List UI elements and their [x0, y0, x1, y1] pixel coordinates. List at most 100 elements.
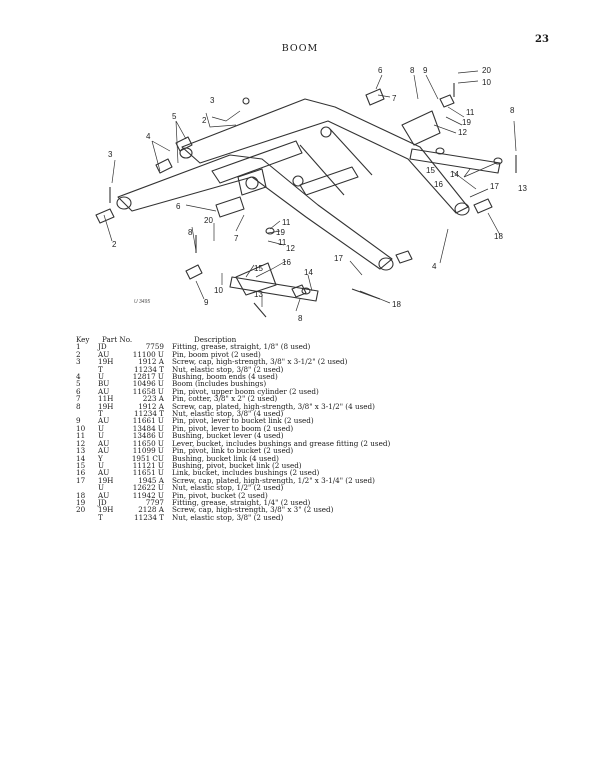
- part-number: 11650 U: [132, 438, 164, 448]
- part-prefix: AU: [98, 416, 110, 426]
- boom-cross-member: [299, 166, 359, 196]
- part-prefix: JD: [98, 497, 107, 507]
- part-number: 11234 T: [134, 512, 164, 522]
- callout-label: 16: [434, 180, 443, 189]
- pivot-pin: [395, 250, 413, 264]
- part-description: Screw, cap, plated, high-strength, 3/8" …: [172, 401, 375, 411]
- leader-line: [151, 140, 171, 172]
- part-description: Pin, pivot, link to bucket (2 used): [172, 446, 294, 456]
- page-number: 23: [535, 34, 549, 45]
- pivot-pin: [439, 94, 455, 108]
- part-number: 13484 U: [132, 423, 164, 433]
- callout-label: 17: [490, 182, 499, 191]
- callout-label: 20: [482, 66, 491, 75]
- leader-line: [457, 70, 479, 84]
- part-prefix: U: [98, 431, 105, 441]
- part-key: 15: [76, 460, 86, 470]
- callout-label: 18: [494, 232, 503, 241]
- part-description: Fitting, grease, straight, 1/8" (8 used): [172, 342, 311, 352]
- callout-label: 7: [234, 234, 239, 243]
- leader-line: [235, 214, 245, 232]
- pivot-pin: [155, 158, 173, 174]
- callout-label: 15: [426, 166, 435, 175]
- callout-label: 11: [278, 238, 287, 247]
- leader-line: [267, 240, 285, 246]
- header-key: Key: [76, 335, 90, 344]
- bushing: [301, 287, 311, 295]
- part-key: 14: [76, 453, 86, 463]
- part-description: Bushing, bucket link (4 used): [172, 453, 279, 463]
- part-prefix: Y: [98, 453, 103, 463]
- callout-label: 14: [450, 170, 459, 179]
- callout-label: 14: [304, 268, 313, 277]
- boom-exploded-diagram: 3 2 3 2 4 5 6 7 8 9 20 10 11 19 12 8 15 …: [0, 55, 600, 325]
- part-prefix: T: [98, 364, 103, 374]
- part-key: 12: [76, 438, 86, 448]
- part-description: Link, bucket, includes bushings (2 used): [172, 468, 320, 478]
- leader-line: [185, 204, 217, 212]
- leader-line: [487, 212, 501, 236]
- boom-end-boss: [454, 202, 470, 216]
- part-number: 11658 U: [132, 386, 164, 396]
- part-prefix: 11H: [98, 394, 114, 404]
- callout-label: 12: [458, 128, 467, 137]
- leader-line: [513, 120, 517, 152]
- bucket-link: [409, 148, 501, 174]
- part-key: 4: [76, 372, 81, 382]
- leader-line: [295, 298, 301, 312]
- part-key: 9: [76, 416, 81, 426]
- part-prefix: AU: [98, 468, 110, 478]
- leader-line: [349, 260, 363, 276]
- callout-label: 8: [298, 314, 303, 323]
- part-description: Pin, pivot, lever to boom (2 used): [172, 423, 294, 433]
- part-number: 12817 U: [132, 372, 164, 382]
- pivot-pin: [185, 264, 203, 280]
- callout-label: 6: [378, 66, 383, 75]
- part-key: 16: [76, 468, 86, 478]
- leader-line: [359, 290, 391, 304]
- callout-label: 8: [410, 66, 415, 75]
- part-number: 10496 U: [132, 379, 164, 389]
- table-row: 14 Y 1951 CU Bushing, bucket link (4 used): [76, 453, 390, 463]
- part-key: 11: [76, 431, 86, 441]
- leader-line: [463, 162, 497, 178]
- pivot-pin: [175, 136, 193, 152]
- part-number: 7759: [145, 342, 164, 352]
- cap-screw: [253, 302, 267, 318]
- callout-label: 2: [112, 240, 117, 249]
- leader-line: [307, 274, 313, 292]
- header-part-no: Part No.: [102, 335, 133, 344]
- part-description: Nut, elastic stop, 1/2" (2 used): [172, 483, 284, 493]
- part-description: Boom (includes bushings): [172, 379, 267, 389]
- table-row: 16 AU 11651 U Link, bucket, includes bushin…: [76, 468, 390, 478]
- part-description: Screw, cap, plated, high-strength, 1/2" …: [172, 475, 375, 485]
- page-title: BOOM: [281, 43, 319, 54]
- bucket-lever: [401, 110, 441, 146]
- part-number: 11651 U: [132, 468, 164, 478]
- part-number: 1945 A: [138, 475, 164, 485]
- part-description: Pin, cotter, 3/8" x 2" (2 used): [172, 394, 278, 404]
- leader-line: [195, 280, 205, 300]
- part-number: 1951 CU: [131, 453, 164, 463]
- boom-illustration: 3 2 3 2 4 5 6 7 8 9 20 10 11 19 12 8 15 …: [95, 66, 527, 323]
- part-key: 3: [76, 357, 81, 367]
- part-key: [76, 514, 98, 521]
- leader-line: [439, 228, 449, 264]
- part-key: 19: [76, 497, 86, 507]
- part-number: 11942 U: [132, 490, 164, 500]
- part-number: 12622 U: [132, 483, 164, 493]
- callout-label: 10: [214, 286, 223, 295]
- callout-label: 11: [282, 218, 291, 227]
